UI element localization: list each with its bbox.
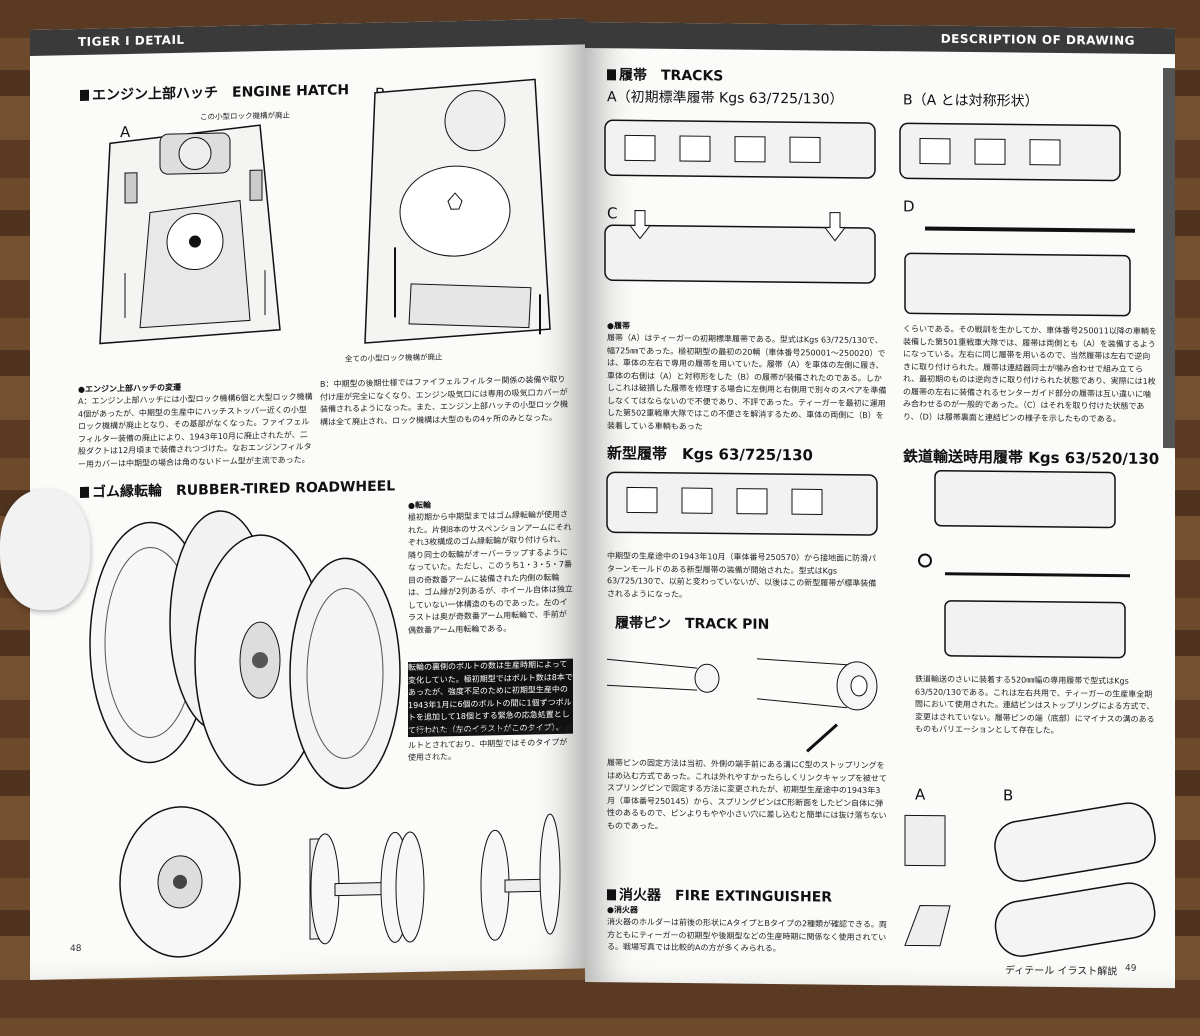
tracks-text-col1: 履帯（A）はティーガーの初期標準履帯である。型式はKgs 63/725/130で… [607,333,887,431]
track-label-a: A（初期標準履帯 Kgs 63/725/130） [607,89,844,108]
extinguisher-text: 消火器のホルダーは前後の形状にAタイプとBタイプの2種類が確認できる。両方ともに… [607,917,887,954]
track-d-drawing [904,226,1135,317]
right-page-header: DESCRIPTION OF DRAWING [585,22,1175,55]
extinguisher-title: 消火器 FIRE EXTINGUISHER [607,884,832,906]
tracks-text-heading: ●履帯 [607,321,630,331]
tracks-text-col2: くらいである。その戦訓を生かしてか、車体番号250011以降の車輌を装備した第5… [903,324,1157,424]
engine-hatch-note-b: 全ての小型ロック機構が廃止 [345,352,443,364]
extinguisher-text-heading: ●消火器 [607,905,638,915]
tracks-illustrations [604,119,1135,317]
roadwheel-views-illustration [119,806,561,958]
extinguisher-illustration [904,802,1156,957]
track-pin-text: 履帯ピンの固定方法は当初、外側の端手前にある溝にC型のストップリングをはめ込む方… [607,758,887,831]
right-page-footer: ディテール イラスト解説 [1005,965,1118,978]
track-label-b: B（A とは対称形状） [903,92,1039,110]
extinguisher-label-b: B [1003,786,1014,805]
engine-hatch-text-col2: B：中期型の後期仕様ではファイフェルフィルター関係の装備や取り付け座が完全になく… [320,374,568,427]
roadwheel-exploded-illustration [89,510,401,790]
left-page: TIGER I DETAIL エンジン上部ハッチ ENGINE HATCH A … [30,18,585,981]
engine-hatch-text-heading: ●エンジン上部ハッチの変遷 [78,382,181,394]
roadwheel-text-heading: ●転輪 [408,500,431,511]
track-pin-title: 履帯ピン TRACK PIN [615,615,770,633]
roadwheel-text: 極初期から中期型まではゴム縁転輪が使用された。片側8本のサスペンションアームにそ… [408,509,573,635]
engine-hatch-a-illustration [99,124,281,345]
track-c-drawing [604,210,876,284]
extinguisher-label-a: A [915,785,926,804]
right-page-number: 49 [1125,963,1137,974]
rail-track-illustration [918,469,1130,659]
roadwheel-text-end: これは1943年4月から生産時に12個配置のボルトとされており、中期型ではそのタ… [408,724,572,763]
track-b-drawing [899,122,1121,182]
new-track-text: 中期型の生産途中の1943年10月（車体番号250570）から接地面に防滑パター… [607,551,877,599]
track-pin-illustration [606,658,878,753]
track-a-drawing [604,119,876,179]
engine-hatch-text-col1: A：エンジン上部ハッチには小型ロック機構6個と大型ロック機構4個があったが、中期… [78,392,313,469]
left-page-number: 48 [70,943,82,955]
engine-hatch-b-illustration [364,78,551,344]
rail-track-text: 鉄道輸送のさいに装着する520㎜幅の専用履帯で型式はKgs 63/520/130… [915,674,1155,735]
new-track-illustration [606,471,878,536]
white-glove-hand [0,490,90,610]
engine-hatch-title: エンジン上部ハッチ ENGINE HATCH [80,79,349,105]
right-page: DESCRIPTION OF DRAWING 履帯 TRACKS A（初期標準履… [585,22,1175,989]
tracks-title: 履帯 TRACKS [607,64,723,85]
